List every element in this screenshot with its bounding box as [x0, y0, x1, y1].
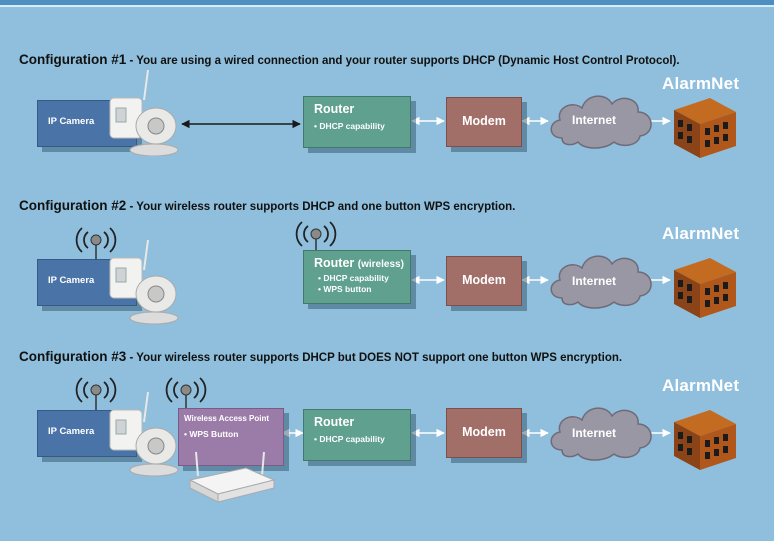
building-icon-2 [674, 258, 736, 318]
config-3-description: - Your wireless router supports DHCP but… [126, 352, 623, 364]
router-title-suffix: (wireless) [357, 259, 404, 270]
router-box-1: Router • DHCP capability [303, 96, 411, 148]
config-1-description: - You are using a wired connection and y… [126, 55, 680, 67]
router-box-2: Router (wireless) • DHCP capability • WP… [303, 250, 411, 304]
router-title: Router [314, 102, 354, 116]
ip-camera-label: IP Camera [48, 275, 95, 286]
config-3-label: Configuration #3 [19, 349, 127, 364]
config-2-description: - Your wireless router supports DHCP and… [126, 201, 516, 213]
config-1-heading: Configuration #1 - You are using a wired… [19, 52, 680, 67]
router-title: Router (wireless) [314, 256, 404, 270]
wireless-signal-icon [295, 221, 337, 258]
internet-label-3: Internet [571, 426, 616, 440]
config-2-label: Configuration #2 [19, 198, 127, 213]
router-bullet: • DHCP capability [318, 273, 389, 283]
building-icon-3 [674, 410, 736, 470]
internet-label-2: Internet [571, 274, 616, 288]
wireless-access-point-box: Wireless Access Point • WPS Button [178, 408, 284, 466]
access-point-device-icon [188, 451, 276, 503]
router-box-3: Router • DHCP capability [303, 409, 411, 461]
router-bullet: • DHCP capability [314, 121, 385, 131]
internet-label-1: Internet [571, 113, 616, 127]
config-1-label: Configuration #1 [19, 52, 127, 67]
wap-title: Wireless Access Point [184, 414, 270, 423]
internet-cloud-icon-2 [550, 255, 652, 309]
ip-camera-device-icon [109, 239, 179, 325]
router-title-text: Router [314, 256, 355, 270]
modem-box-3: Modem [446, 408, 522, 458]
config-3-heading: Configuration #3 - Your wireless router … [19, 349, 622, 364]
modem-label: Modem [462, 114, 506, 128]
building-icon-1 [674, 98, 736, 158]
modem-box-2: Modem [446, 256, 522, 306]
internet-cloud-icon-1 [550, 95, 652, 149]
modem-box-1: Modem [446, 97, 522, 147]
ip-camera-label: IP Camera [48, 426, 95, 437]
router-title: Router [314, 415, 354, 429]
router-bullet: • WPS button [318, 284, 372, 294]
router-title-text: Router [314, 415, 355, 429]
wireless-signal-icon [75, 377, 117, 414]
wireless-signal-icon [165, 377, 207, 414]
alarmnet-label-2: AlarmNet [662, 224, 740, 243]
top-banner [0, 0, 774, 7]
router-title-text: Router [314, 102, 355, 116]
wireless-signal-icon [75, 227, 117, 264]
router-bullet: • DHCP capability [314, 434, 385, 444]
ip-camera-label: IP Camera [48, 116, 95, 127]
config-2-heading: Configuration #2 - Your wireless router … [19, 198, 515, 213]
internet-cloud-icon-3 [550, 407, 652, 461]
alarmnet-label-3: AlarmNet [662, 376, 740, 395]
ip-camera-device-icon [109, 69, 179, 156]
alarmnet-label-1: AlarmNet [662, 74, 740, 93]
ip-camera-device-icon [109, 391, 179, 477]
modem-label: Modem [462, 425, 506, 439]
wap-bullet: • WPS Button [184, 429, 239, 439]
modem-label: Modem [462, 273, 506, 287]
